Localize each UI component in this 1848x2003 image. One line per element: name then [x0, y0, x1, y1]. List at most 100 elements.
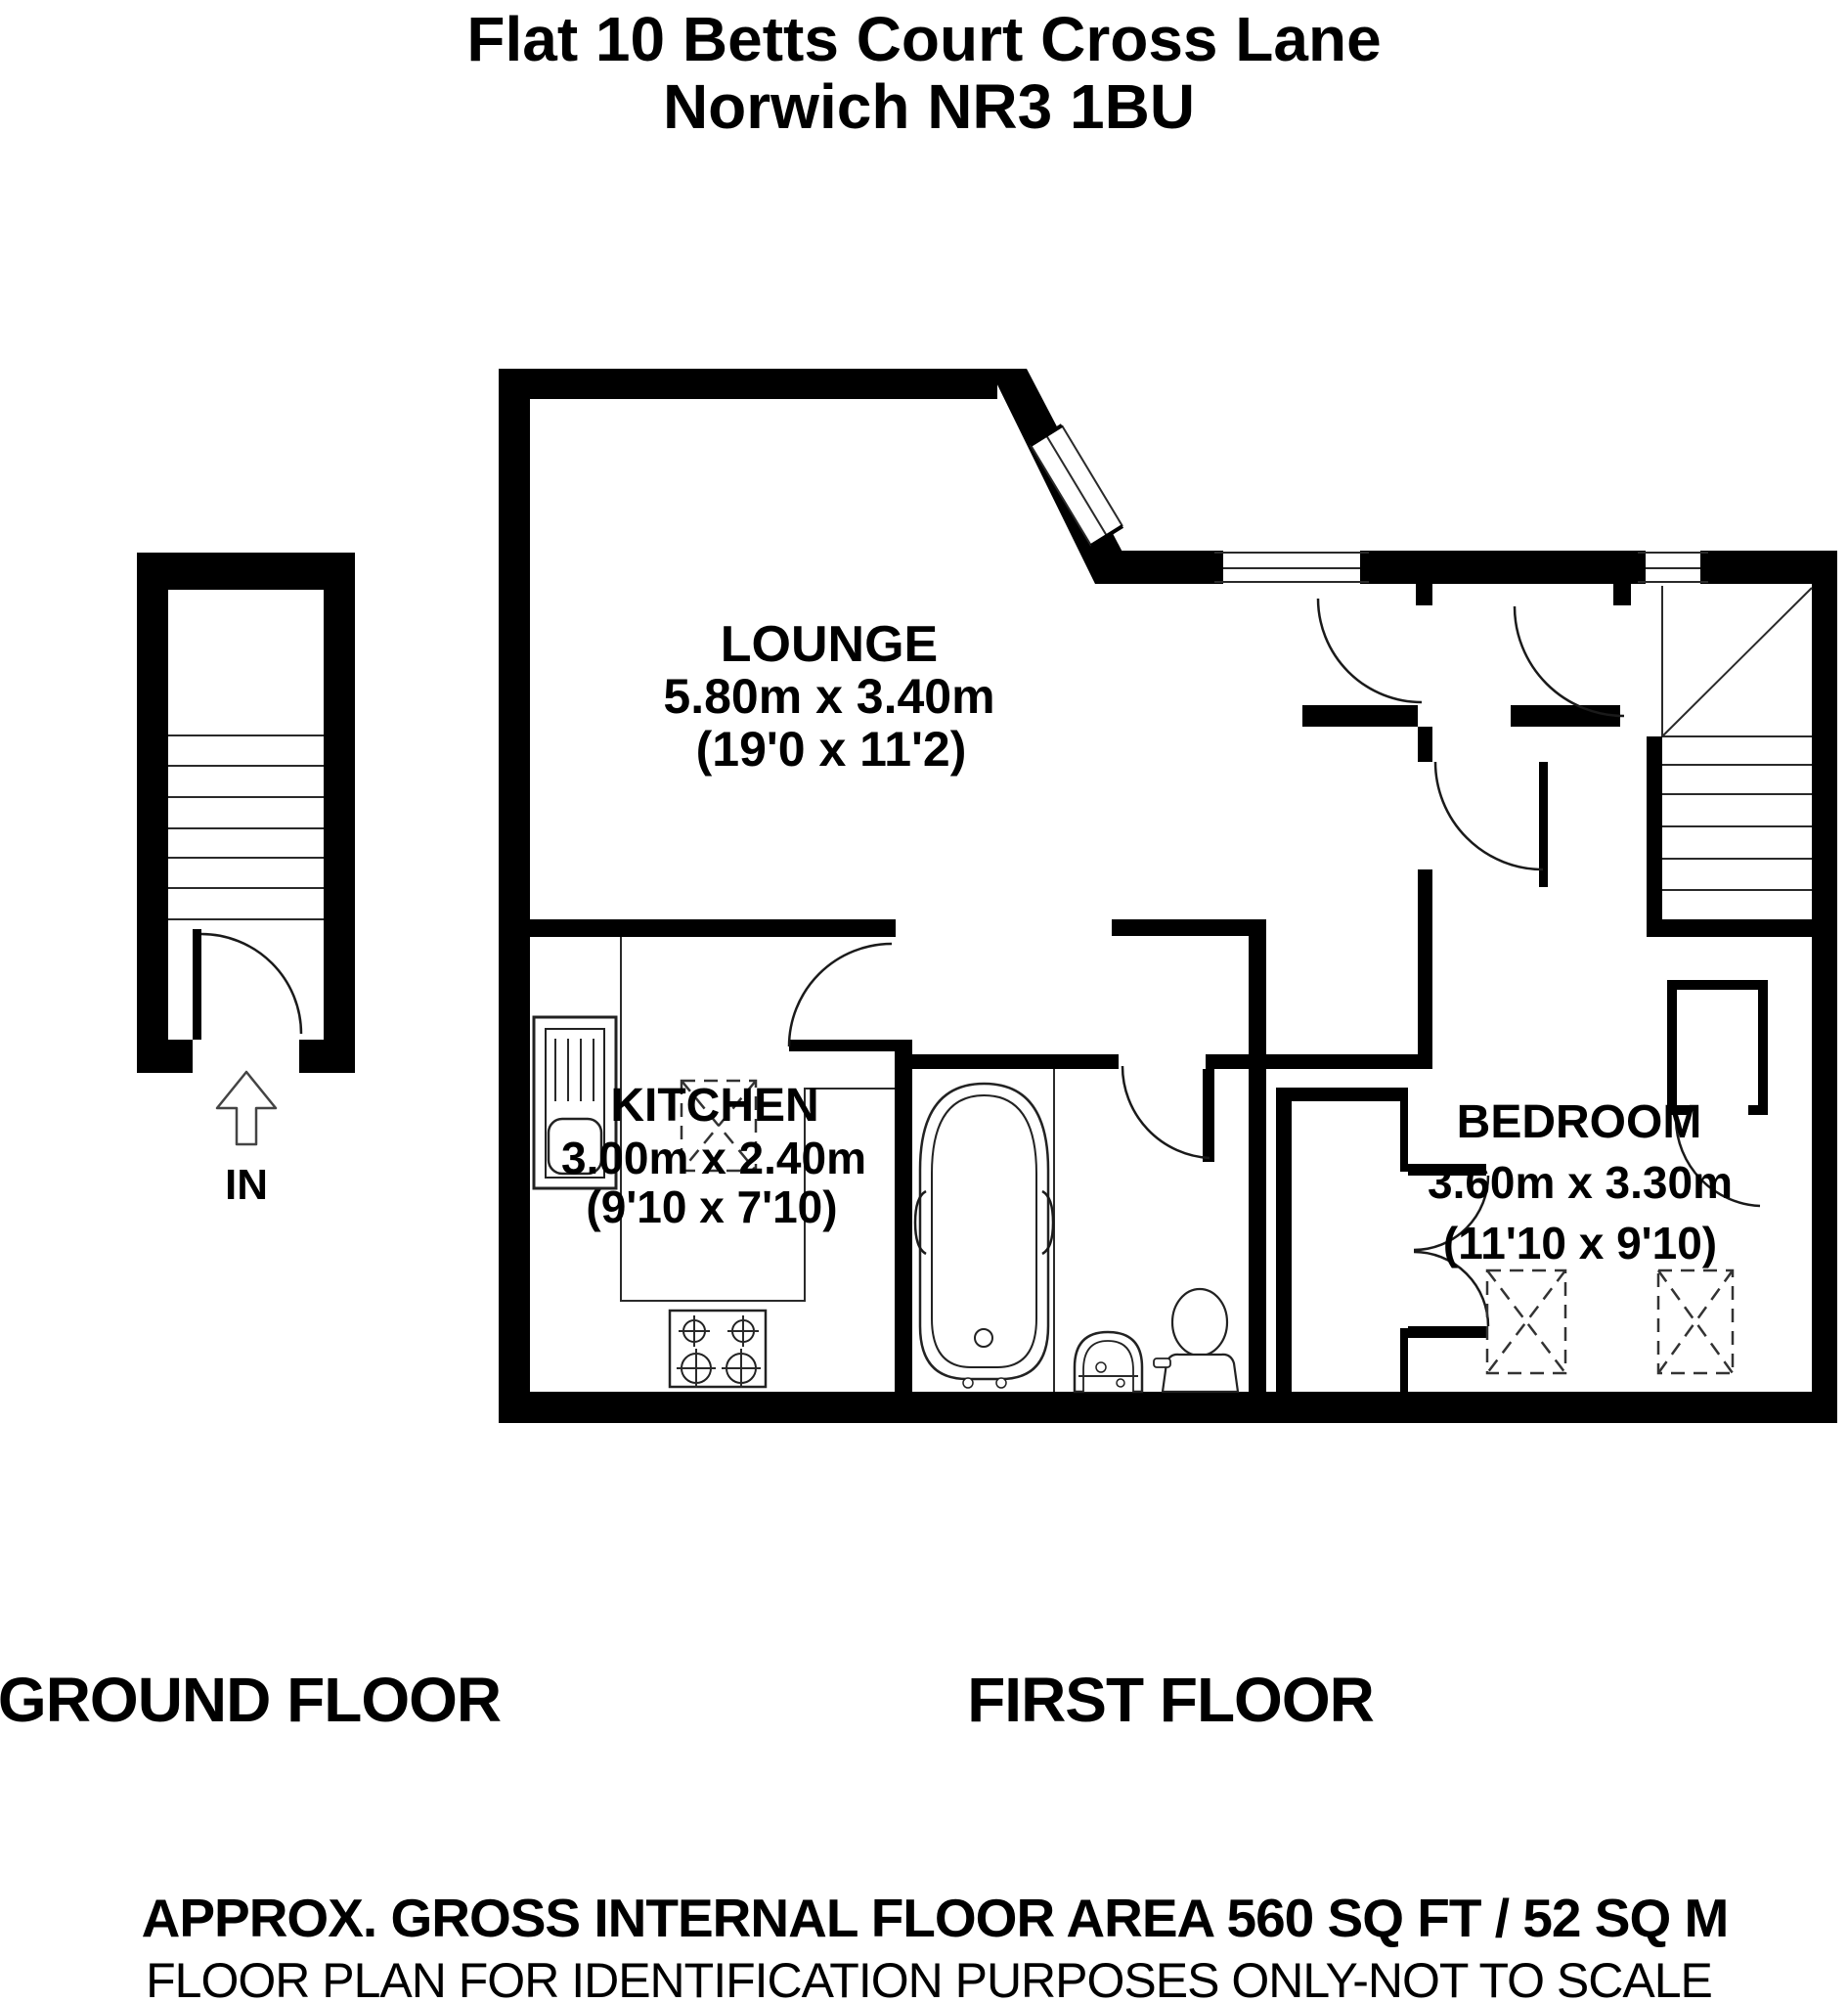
door-swing-arc — [787, 942, 893, 1047]
bedroom-storage-boxes — [1485, 1269, 1735, 1375]
footer-disclaimer-text: FLOOR PLAN FOR IDENTIFICATION PURPOSES O… — [146, 1953, 1712, 2003]
window-frame — [1638, 551, 1646, 584]
first-floor-interior-walls — [530, 584, 1835, 1392]
window-frame — [1360, 551, 1369, 584]
room-labels: LOUNGE 5.80m x 3.40m (19'0 x 11'2) KITCH… — [561, 616, 1733, 1269]
kitchen-door — [787, 942, 895, 1051]
door-swing-arc — [1413, 1175, 1490, 1252]
bedroom-size-imperial: (11'10 x 9'10) — [1443, 1218, 1717, 1269]
closet-wall — [1276, 1088, 1292, 1392]
flat-entrance-door — [1513, 605, 1625, 718]
lounge-door-wall — [1302, 705, 1418, 727]
wall-segment — [324, 553, 355, 1073]
stairwell-wall — [1647, 736, 1662, 932]
wall-segment — [499, 1392, 1837, 1423]
closet-wall — [1400, 1101, 1408, 1172]
door-swing-arc — [1674, 1119, 1761, 1208]
first-floor-caption: FIRST FLOOR — [967, 1665, 1374, 1735]
kitchen-sink-unit — [532, 1015, 618, 1190]
kitchen-size-imperial: (9'10 x 7'10) — [586, 1181, 837, 1232]
door-swing-arc — [1316, 598, 1423, 704]
first-floor-stairs — [1661, 586, 1813, 891]
bathtub — [913, 1082, 1055, 1389]
door-swing-arc — [1121, 1065, 1210, 1160]
closet-wall — [1400, 1328, 1408, 1392]
entrance-label: IN — [225, 1161, 268, 1209]
bathroom-top-wall — [912, 1054, 1119, 1069]
wall-segment — [299, 1040, 355, 1073]
kitchen-top-wall — [530, 919, 896, 937]
ground-floor-walls — [137, 553, 355, 1073]
window-frame — [1214, 551, 1223, 584]
door-leaf — [1539, 762, 1548, 887]
entrance-arrow-icon — [215, 1070, 278, 1146]
bathroom-door — [1121, 1065, 1214, 1162]
hall-divider-wall — [1418, 869, 1432, 1069]
door-leaf — [1408, 1326, 1486, 1338]
lounge-door — [1316, 598, 1423, 704]
lounge-label: LOUNGE — [721, 616, 938, 673]
tub-grip — [1041, 1189, 1055, 1256]
toilet-flush — [1153, 1358, 1171, 1368]
ground-floor-stairs — [168, 734, 324, 920]
landing-window — [1638, 551, 1708, 584]
page-title-line1: Flat 10 Betts Court Cross Lane — [466, 4, 1381, 74]
kitchen-bathroom-divider — [895, 1040, 912, 1392]
first-floor-plan: LOUNGE 5.80m x 3.40m (19'0 x 11'2) KITCH… — [499, 369, 1837, 1423]
bathroom-top-wall — [1206, 1054, 1432, 1069]
bathroom-bedroom-divider — [1249, 919, 1266, 1392]
wall-segment — [137, 553, 355, 590]
entrance-door-wall — [1511, 705, 1620, 727]
ground-floor-caption: GROUND FLOOR — [0, 1665, 501, 1735]
door-leaf — [1408, 1164, 1486, 1176]
bedroom-door — [1433, 761, 1548, 887]
bathroom-sink — [1073, 1330, 1144, 1394]
kitchen-hob — [668, 1309, 768, 1389]
tub-grip — [913, 1189, 927, 1256]
cupboard-walls — [1667, 980, 1768, 1115]
hall-divider-wall — [1418, 727, 1432, 762]
wall-segment — [499, 369, 530, 1423]
wall-segment — [137, 1040, 193, 1073]
landing-cupboard — [1667, 980, 1768, 1208]
ground-floor-entrance-door — [193, 929, 303, 1040]
footer-area-text: APPROX. GROSS INTERNAL FLOOR AREA 560 SQ… — [142, 1888, 1729, 1948]
bedroom-closet — [1276, 1088, 1490, 1392]
wall-segment — [137, 553, 168, 1073]
kitchen-counter — [620, 937, 895, 1302]
kitchen-appliance-space — [680, 1079, 758, 1173]
door-swing-arc — [1513, 605, 1625, 718]
door-swing-arc — [200, 932, 303, 1035]
window-frame — [1700, 551, 1708, 584]
storage-box — [1485, 1269, 1567, 1375]
stairwell-wall — [1647, 919, 1835, 937]
toilet — [1153, 1287, 1240, 1394]
kitchen-size-metric: 3.00m x 2.40m — [561, 1133, 866, 1183]
bedroom-label: BEDROOM — [1457, 1096, 1702, 1148]
door-jamb — [1416, 584, 1432, 605]
storage-box — [1656, 1269, 1735, 1375]
door-jamb — [1613, 584, 1631, 605]
lounge-size-imperial: (19'0 x 11'2) — [696, 722, 967, 777]
closet-wall — [1276, 1088, 1408, 1101]
wall-segment — [499, 369, 997, 399]
cupboard-opening — [1692, 1101, 1748, 1117]
door-leaf — [193, 929, 201, 1040]
lounge-size-metric: 5.80m x 3.40m — [663, 669, 994, 724]
bathroom-fixtures — [913, 1069, 1240, 1394]
wall-segment — [1812, 551, 1837, 1423]
ground-floor-plan: IN — [137, 553, 355, 1209]
door-swing-arc — [1433, 761, 1544, 871]
lounge-top-window — [1214, 551, 1369, 584]
lounge-diagonal-window — [1029, 423, 1124, 548]
door-leaf — [1203, 1069, 1214, 1162]
page-title-line2: Norwich NR3 1BU — [663, 71, 1195, 142]
stair-winder-line — [1661, 587, 1813, 737]
kitchen-label: KITCHEN — [610, 1080, 818, 1132]
corridor-wall — [1112, 919, 1266, 936]
tub-drain — [974, 1328, 993, 1348]
door-leaf — [789, 1040, 895, 1051]
sink-bowl — [547, 1117, 603, 1176]
